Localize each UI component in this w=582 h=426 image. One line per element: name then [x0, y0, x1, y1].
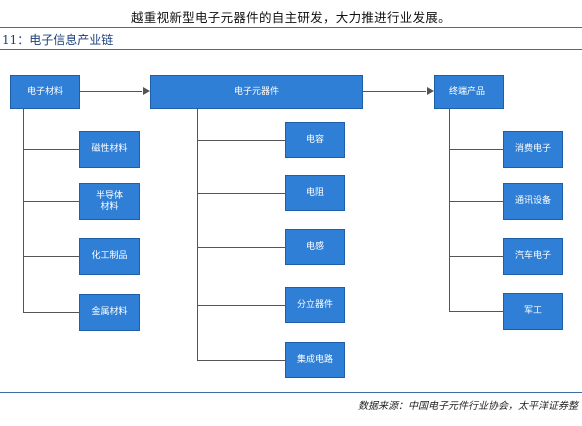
materials-branch-1 [23, 149, 79, 150]
node-consumer-electronics: 消费电子 [503, 131, 563, 168]
node-integrated-circuits: 集成电路 [285, 342, 345, 378]
arrowhead-materials-components [143, 87, 150, 95]
node-magnetic-materials: 磁性材料 [79, 131, 140, 168]
products-branch-1 [449, 149, 503, 150]
figure-title-bar: 11：电子信息产业链 [0, 27, 582, 50]
materials-branch-2 [23, 201, 79, 202]
components-branch-4 [197, 305, 285, 306]
arrowhead-components-products [427, 87, 434, 95]
node-metal-materials: 金属材料 [79, 294, 140, 331]
node-communication-equipment: 通讯设备 [503, 183, 563, 220]
node-electronic-materials: 电子材料 [10, 75, 80, 109]
products-trunk-line [449, 109, 450, 311]
materials-branch-4 [23, 312, 79, 313]
components-branch-2 [197, 193, 285, 194]
node-chemical-products: 化工制品 [79, 238, 140, 275]
components-branch-1 [197, 140, 285, 141]
intro-text: 越重视新型电子元器件的自主研发，大力推进行业发展。 [130, 10, 451, 25]
node-military: 军工 [503, 293, 563, 330]
node-electronic-components: 电子元器件 [150, 75, 363, 109]
components-branch-5 [197, 360, 285, 361]
node-discrete-devices: 分立器件 [285, 287, 345, 323]
materials-trunk-line [23, 109, 24, 312]
node-resistor: 电阻 [285, 175, 345, 211]
node-capacitor: 电容 [285, 122, 345, 158]
source-note: 数据来源：中国电子元件行业协会，太平洋证券整 [358, 401, 578, 412]
arrow-line-components-products [363, 91, 426, 92]
node-end-products: 终端产品 [434, 75, 504, 109]
materials-branch-3 [23, 256, 79, 257]
node-inductor: 电感 [285, 229, 345, 265]
node-semiconductor-materials: 半导体材料 [79, 183, 140, 220]
bottom-rule [0, 392, 582, 393]
products-branch-4 [449, 311, 503, 312]
products-branch-3 [449, 256, 503, 257]
figure-title: 11：电子信息产业链 [2, 33, 114, 47]
components-branch-3 [197, 247, 285, 248]
components-trunk-line [197, 109, 198, 360]
arrow-line-materials-components [80, 91, 142, 92]
node-automotive-electronics: 汽车电子 [503, 238, 563, 275]
products-branch-2 [449, 201, 503, 202]
